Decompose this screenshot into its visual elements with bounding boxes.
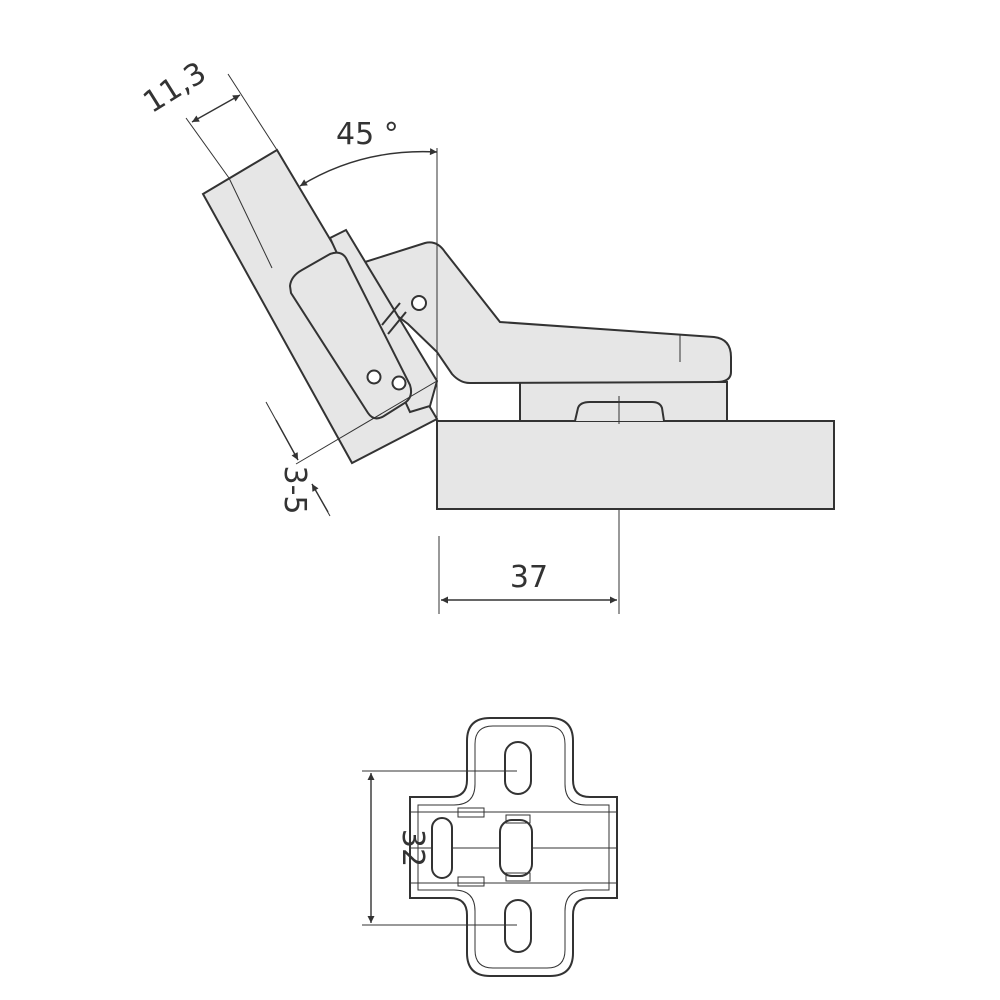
arm-rivet [411,295,427,311]
dim-35-label: 3-5 [277,466,312,515]
plate-outline-inner [417,725,610,969]
cup-link-2 [387,311,407,335]
door-drill-line [228,177,273,269]
plate-slot-bottom [504,899,532,953]
cup-rivet-1 [366,369,382,385]
dim-11-ext-2 [227,73,278,151]
plate-clip-top-left [457,807,485,818]
cabinet-panel [436,420,835,510]
plate-slot-left [431,817,453,879]
dim-35-line-2 [311,483,329,513]
plate-clip-bottom-right [505,872,531,882]
plate-slot-top [504,741,532,795]
dim-11-line [191,94,241,123]
dim-11-label: 11,3 [137,55,212,120]
dim-11-ext-1 [185,117,230,179]
plate-clip-bottom-left [457,876,485,887]
dim-37-label: 37 [510,560,548,595]
dim-35-line-1 [275,419,299,461]
cup-rivet-2 [391,375,407,391]
plate-top-view: 32 [362,717,618,977]
angle-label: 45 ° [336,117,399,152]
dim-32-label: 32 [395,829,430,867]
dim-35-ext-2 [295,380,438,465]
plate-slot-center [499,819,533,877]
side-view: 11,3 45 ° 3-5 37 [137,55,835,614]
cup-link-1 [381,302,401,326]
angle-arc [299,148,438,187]
hinge-arm [363,241,732,385]
plate-clip-top-right [505,814,531,824]
